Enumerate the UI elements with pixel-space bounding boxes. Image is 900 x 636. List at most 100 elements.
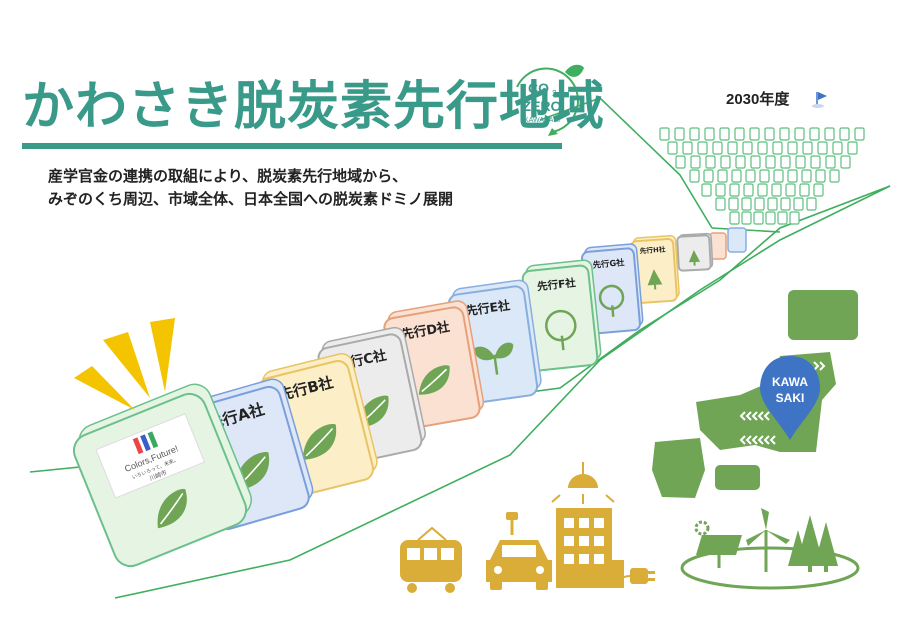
tiny-domino — [793, 197, 804, 211]
tiny-domino — [795, 155, 806, 169]
city-logo-box — [95, 413, 206, 499]
tiny-domino — [705, 155, 716, 169]
tiny-domino — [743, 183, 754, 197]
leaf-vein — [421, 368, 448, 393]
tiny-domino — [659, 127, 670, 141]
company-label: 先行H社 — [639, 245, 666, 256]
solar-panel-icon — [694, 520, 742, 568]
city-logo-bar — [147, 431, 159, 449]
electric-car-icon — [486, 512, 552, 590]
tiny-domino — [729, 211, 740, 225]
tiny-domino — [674, 127, 685, 141]
tiny-domino — [806, 197, 817, 211]
city-logo-bar — [140, 434, 151, 452]
tiny-domino — [765, 155, 776, 169]
tiny-domino — [773, 169, 784, 183]
tiny-domino — [757, 141, 768, 155]
domino-company — [676, 232, 714, 272]
leaf-vein — [159, 493, 184, 525]
company-label: 先行G社 — [592, 257, 625, 270]
tiny-domino — [794, 127, 805, 141]
tiny-domino — [735, 155, 746, 169]
tiny-domino — [712, 141, 723, 155]
tiny-domino — [772, 141, 783, 155]
svg-text:CO: CO — [528, 80, 549, 96]
tiny-domino — [789, 211, 800, 225]
pin-label-line1: KAWA — [772, 375, 808, 389]
tree-icon — [598, 284, 625, 317]
tiny-domino — [689, 127, 700, 141]
domino-card — [727, 227, 747, 253]
tiny-domino — [824, 127, 835, 141]
tiny-domino — [787, 141, 798, 155]
svg-text:ZERO: ZERO — [523, 98, 562, 114]
pine-tree-icon — [647, 269, 663, 290]
tiny-domino — [779, 127, 790, 141]
tiny-domino — [731, 169, 742, 183]
tiny-domino — [742, 141, 753, 155]
tiny-domino — [715, 183, 726, 197]
tiny-domino — [675, 155, 686, 169]
tiny-domino — [741, 197, 752, 211]
domino-crowd — [659, 127, 865, 225]
tiny-domino — [715, 197, 726, 211]
co2-zero-logo: CO 2 ZERO KAWASAKI — [516, 64, 584, 136]
tiny-domino — [727, 141, 738, 155]
tiny-domino — [729, 183, 740, 197]
domino-city: Colors,Future!いろいろって、未来。川崎市 — [72, 383, 252, 568]
company-label: 先行E社 — [465, 297, 511, 318]
tiny-domino — [682, 141, 693, 155]
tiny-domino — [757, 183, 768, 197]
tiny-domino — [787, 169, 798, 183]
plug-icon — [607, 568, 655, 585]
tiny-domino — [717, 169, 728, 183]
subtitle-line-1: 産学官金の連携の取組により、脱炭素先行地域から、 — [48, 167, 408, 185]
target-year: 2030年度 — [726, 91, 790, 108]
leaf-vein — [305, 427, 334, 457]
tiny-domino — [753, 211, 764, 225]
tiny-domino — [777, 211, 788, 225]
svg-text:2: 2 — [552, 89, 557, 98]
tiny-domino — [703, 169, 714, 183]
tiny-domino — [697, 141, 708, 155]
map-chevrons — [739, 361, 826, 445]
tiny-domino — [764, 127, 775, 141]
tiny-domino — [701, 183, 712, 197]
tiny-domino — [734, 127, 745, 141]
title-underline — [22, 143, 562, 149]
tiny-domino — [690, 155, 701, 169]
sprout-icon — [473, 342, 514, 375]
tiny-domino — [801, 169, 812, 183]
tiny-domino — [810, 155, 821, 169]
kawasaki-pin: KAWA SAKI — [760, 356, 820, 440]
eco-site — [680, 508, 860, 590]
tiny-domino — [719, 127, 730, 141]
tiny-domino — [813, 183, 824, 197]
tiny-domino — [704, 127, 715, 141]
tiny-domino — [745, 169, 756, 183]
company-label: 先行F社 — [536, 276, 576, 293]
tiny-domino — [817, 141, 828, 155]
page-title: かわさき脱炭素先行地域 — [22, 77, 606, 137]
tiny-domino — [854, 127, 865, 141]
tiny-domino — [780, 197, 791, 211]
domino-company: 先行F社 — [521, 259, 602, 372]
tiny-domino — [839, 127, 850, 141]
pine-tree-icon — [688, 250, 701, 266]
pin-label-line2: SAKI — [776, 391, 805, 405]
tiny-domino — [667, 141, 678, 155]
tiny-domino — [749, 127, 760, 141]
tiny-domino — [689, 169, 700, 183]
forest-icon — [788, 515, 838, 572]
svg-text:KAWASAKI: KAWASAKI — [524, 117, 560, 124]
attention-rays — [74, 318, 175, 410]
tiny-domino — [809, 127, 820, 141]
tiny-domino — [815, 169, 826, 183]
tiny-domino — [765, 211, 776, 225]
tree-icon — [545, 309, 577, 351]
domino-company: 先行H社 — [630, 234, 680, 305]
subtitle-line-2: みぞのくち周辺、市域全体、日本全国への脱炭素ドミノ展開 — [48, 190, 454, 208]
japan-map — [652, 290, 858, 498]
tiny-domino — [759, 169, 770, 183]
building-icon — [551, 462, 624, 588]
